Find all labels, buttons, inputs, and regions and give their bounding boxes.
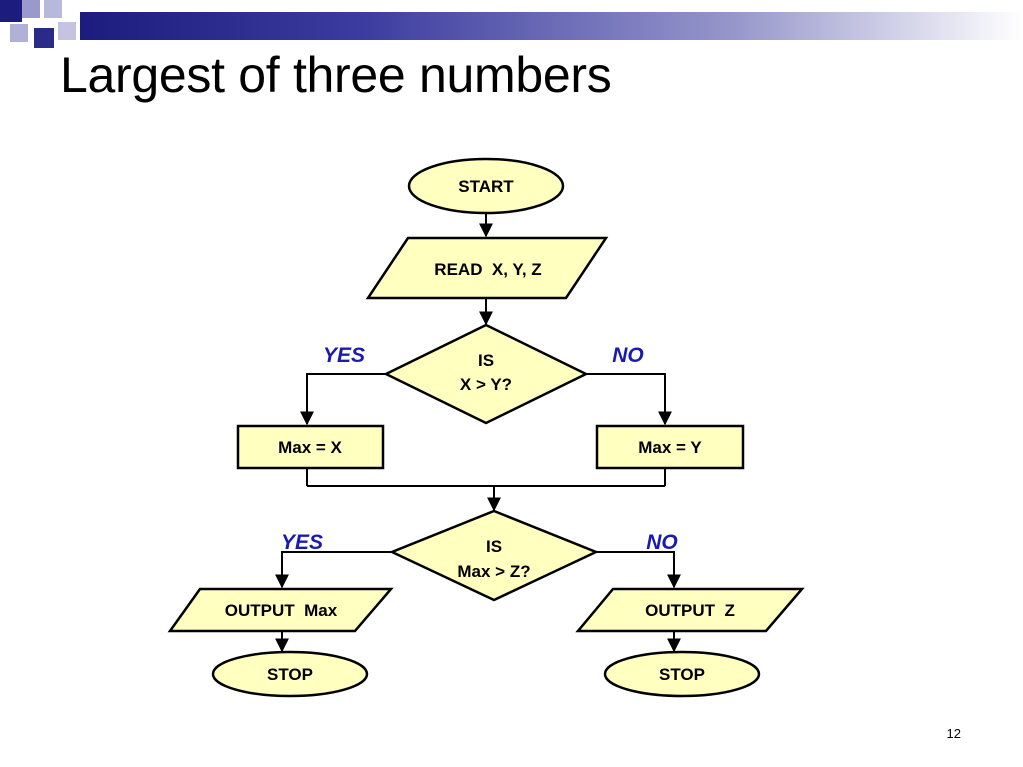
decision1-line1: IS [478, 351, 494, 370]
decision-x-greater-y: IS X > Y? [383, 323, 589, 425]
start-label: START [458, 177, 514, 196]
page-number: 12 [946, 726, 961, 741]
output-z-label: OUTPUT Z [645, 601, 735, 620]
decision1-line2: X > Y? [460, 375, 512, 394]
max-y-label: Max = Y [638, 438, 702, 457]
output-max: OUTPUT Max [167, 587, 394, 633]
header-square-light [10, 24, 28, 42]
decision2-line1: IS [486, 537, 502, 556]
header-square-dark [0, 0, 22, 22]
output-max-label: OUTPUT Max [225, 601, 338, 620]
start-terminal: START [407, 157, 565, 215]
header-square-dark [34, 28, 54, 48]
decision2-yes-label: YES [281, 531, 323, 554]
read-label: READ X, Y, Z [434, 260, 541, 279]
connector-decision1-yes [300, 373, 386, 426]
process-max-x: Max = X [236, 424, 385, 470]
connector-decision2-no [596, 551, 681, 589]
slide-title: Largest of three numbers [60, 47, 612, 103]
stop-right-label: STOP [659, 665, 705, 684]
decision2-line2: Max > Z? [457, 562, 530, 581]
stop-left-label: STOP [267, 665, 313, 684]
connector-decision2-yes [275, 551, 392, 589]
connectors [275, 212, 681, 653]
decision1-no-label: NO [612, 344, 644, 367]
decision-max-greater-z: IS Max > Z? [388, 509, 600, 602]
max-x-label: Max = X [278, 438, 342, 457]
connector-decision1-no [586, 373, 672, 426]
stop-terminal-right: STOP [603, 650, 761, 698]
decision1-yes-label: YES [323, 344, 365, 367]
header-gradient-bar [80, 12, 1023, 40]
header-square-light [44, 0, 62, 18]
header-square-light [58, 22, 76, 40]
output-z: OUTPUT Z [575, 587, 805, 633]
process-max-y: Max = Y [595, 424, 745, 470]
read-input: READ X, Y, Z [365, 236, 609, 300]
decision2-no-label: NO [646, 531, 678, 554]
stop-terminal-left: STOP [211, 650, 369, 698]
header-square-light [22, 0, 40, 18]
